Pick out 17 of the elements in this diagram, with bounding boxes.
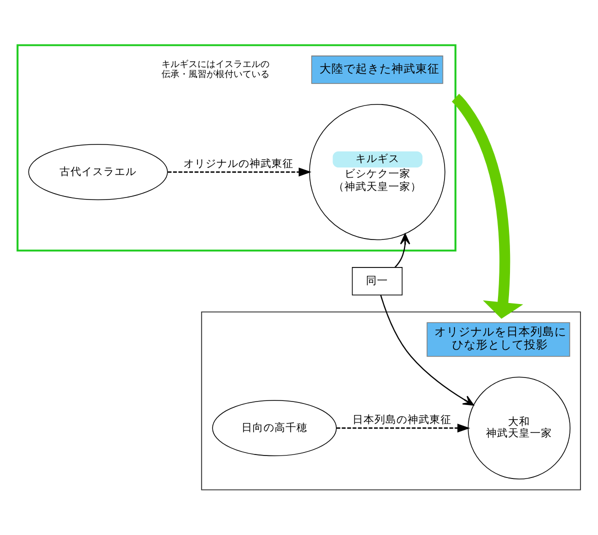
node-ellipse: 古代イスラエル: [28, 144, 168, 200]
node-box: 大陸で起きた神武東征: [311, 56, 444, 84]
node-circle: キルギス ビシケク一家 （神武天皇一家）: [309, 104, 446, 240]
cluster: [201, 311, 581, 490]
arrow: [168, 168, 312, 176]
node-ellipse: 日向の高千穂: [212, 400, 337, 456]
arrow: [452, 94, 524, 319]
arrow: [380, 294, 474, 406]
node-box: オリジナルを日本列島にひな形として投影: [426, 322, 570, 357]
label: キルギスにはイスラエルの伝承・風習が根付いている: [161, 59, 270, 80]
arrow: [336, 424, 470, 433]
cluster: [16, 44, 456, 252]
node-box: 同一: [352, 267, 403, 296]
arrow: [394, 233, 410, 268]
node-circle: 大和 神武天皇一家: [468, 376, 570, 480]
edge-label: オリジナルの神武東征: [184, 156, 294, 170]
edge-label: 日本列島の神武東征: [352, 412, 452, 426]
